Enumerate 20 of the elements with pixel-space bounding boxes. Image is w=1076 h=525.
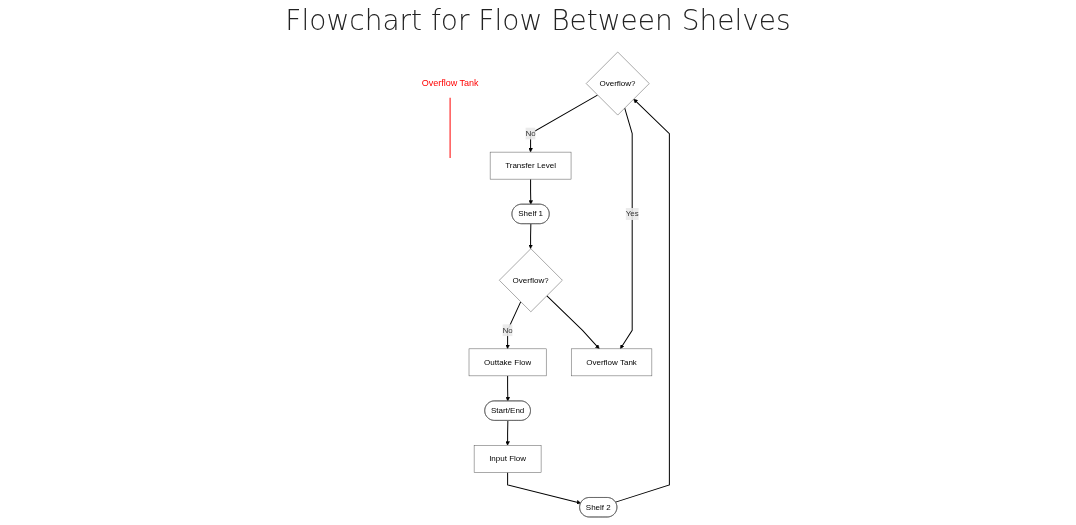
node-box: Input Flow [473,445,542,473]
node-box: Outtake Flow [468,348,547,377]
arrow [615,98,670,503]
arrow [528,178,533,205]
edge-label: Yes [625,209,639,218]
arrow [528,223,533,249]
arrow [505,375,510,402]
diagram-title: Flowchart for Flow Between Shelves [284,4,792,37]
arrow [505,420,510,446]
edge-label: No [502,325,513,335]
node-box: Transfer Level [489,151,572,180]
edge-label: No [525,129,536,138]
node-box: Overflow Tank [571,348,653,377]
arrow [620,107,633,350]
arrow [528,94,598,153]
arrow [507,471,582,505]
node-diamond: Overflow? [585,51,650,116]
node-diamond: Overflow? [499,248,563,313]
node-text: Overflow Tank [421,78,479,89]
arrow [546,295,600,350]
